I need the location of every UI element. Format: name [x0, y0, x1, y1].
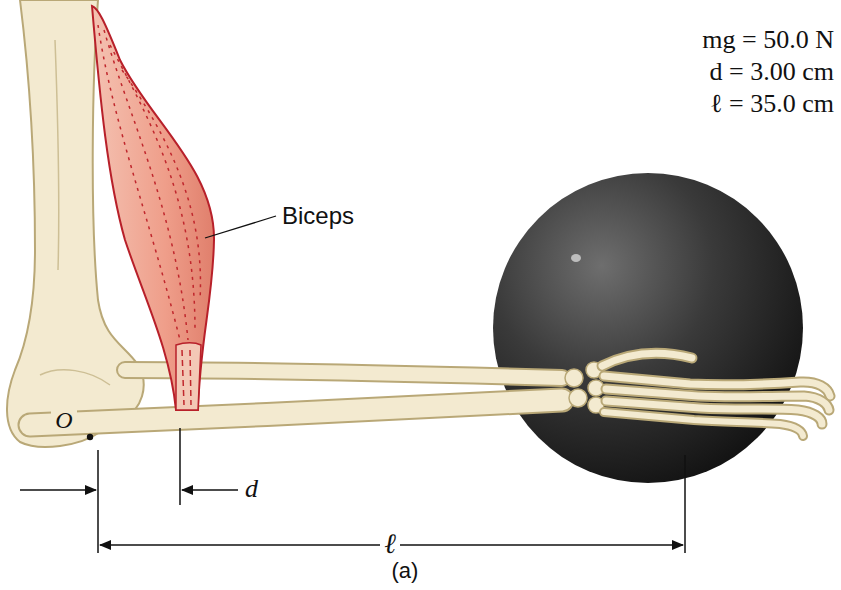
- dimension-arrow: [182, 489, 238, 491]
- ulna-outline: [30, 400, 562, 425]
- leader-line: [205, 216, 276, 238]
- dimension-label: d: [245, 475, 258, 504]
- hand-bones: [602, 353, 830, 436]
- extension-line: [97, 450, 99, 553]
- muscle-fibre: [104, 30, 188, 340]
- dimension-label: ℓ: [380, 529, 400, 560]
- finger-bone: [604, 412, 803, 436]
- muscle-fibre: [110, 45, 195, 330]
- finger-outline: [604, 412, 803, 436]
- muscle-fibre: [122, 70, 200, 300]
- given-value: ℓ = 35.0 cm: [710, 90, 834, 119]
- extension-line: [684, 455, 686, 553]
- bone-shading: [55, 40, 59, 270]
- given-value: d = 3.00 cm: [710, 58, 834, 87]
- thumb-bone: [602, 353, 692, 366]
- ball: [493, 173, 803, 483]
- part-label: Biceps: [282, 203, 354, 229]
- extension-line: [179, 428, 181, 505]
- dimension-arrow: [20, 489, 96, 491]
- figure-label: (a): [392, 559, 419, 583]
- ulna-bone: [30, 400, 562, 425]
- biceps-muscle: [92, 6, 214, 410]
- pivot-point: [87, 434, 93, 440]
- muscle-fibre: [190, 350, 191, 405]
- thumb-outline: [602, 353, 692, 366]
- ball-highlight: [571, 254, 581, 262]
- dimension-lines: [20, 428, 685, 553]
- muscle-fibres: [98, 25, 200, 405]
- pivot-label: O: [51, 407, 76, 433]
- given-value: mg = 50.0 N: [702, 26, 834, 55]
- muscle-fibre: [182, 350, 184, 405]
- carpal-bone: [569, 389, 587, 407]
- carpal-bone: [565, 369, 583, 387]
- biceps-tendon: [176, 343, 201, 410]
- bone-shading: [40, 370, 110, 385]
- muscle-fibre: [98, 25, 180, 340]
